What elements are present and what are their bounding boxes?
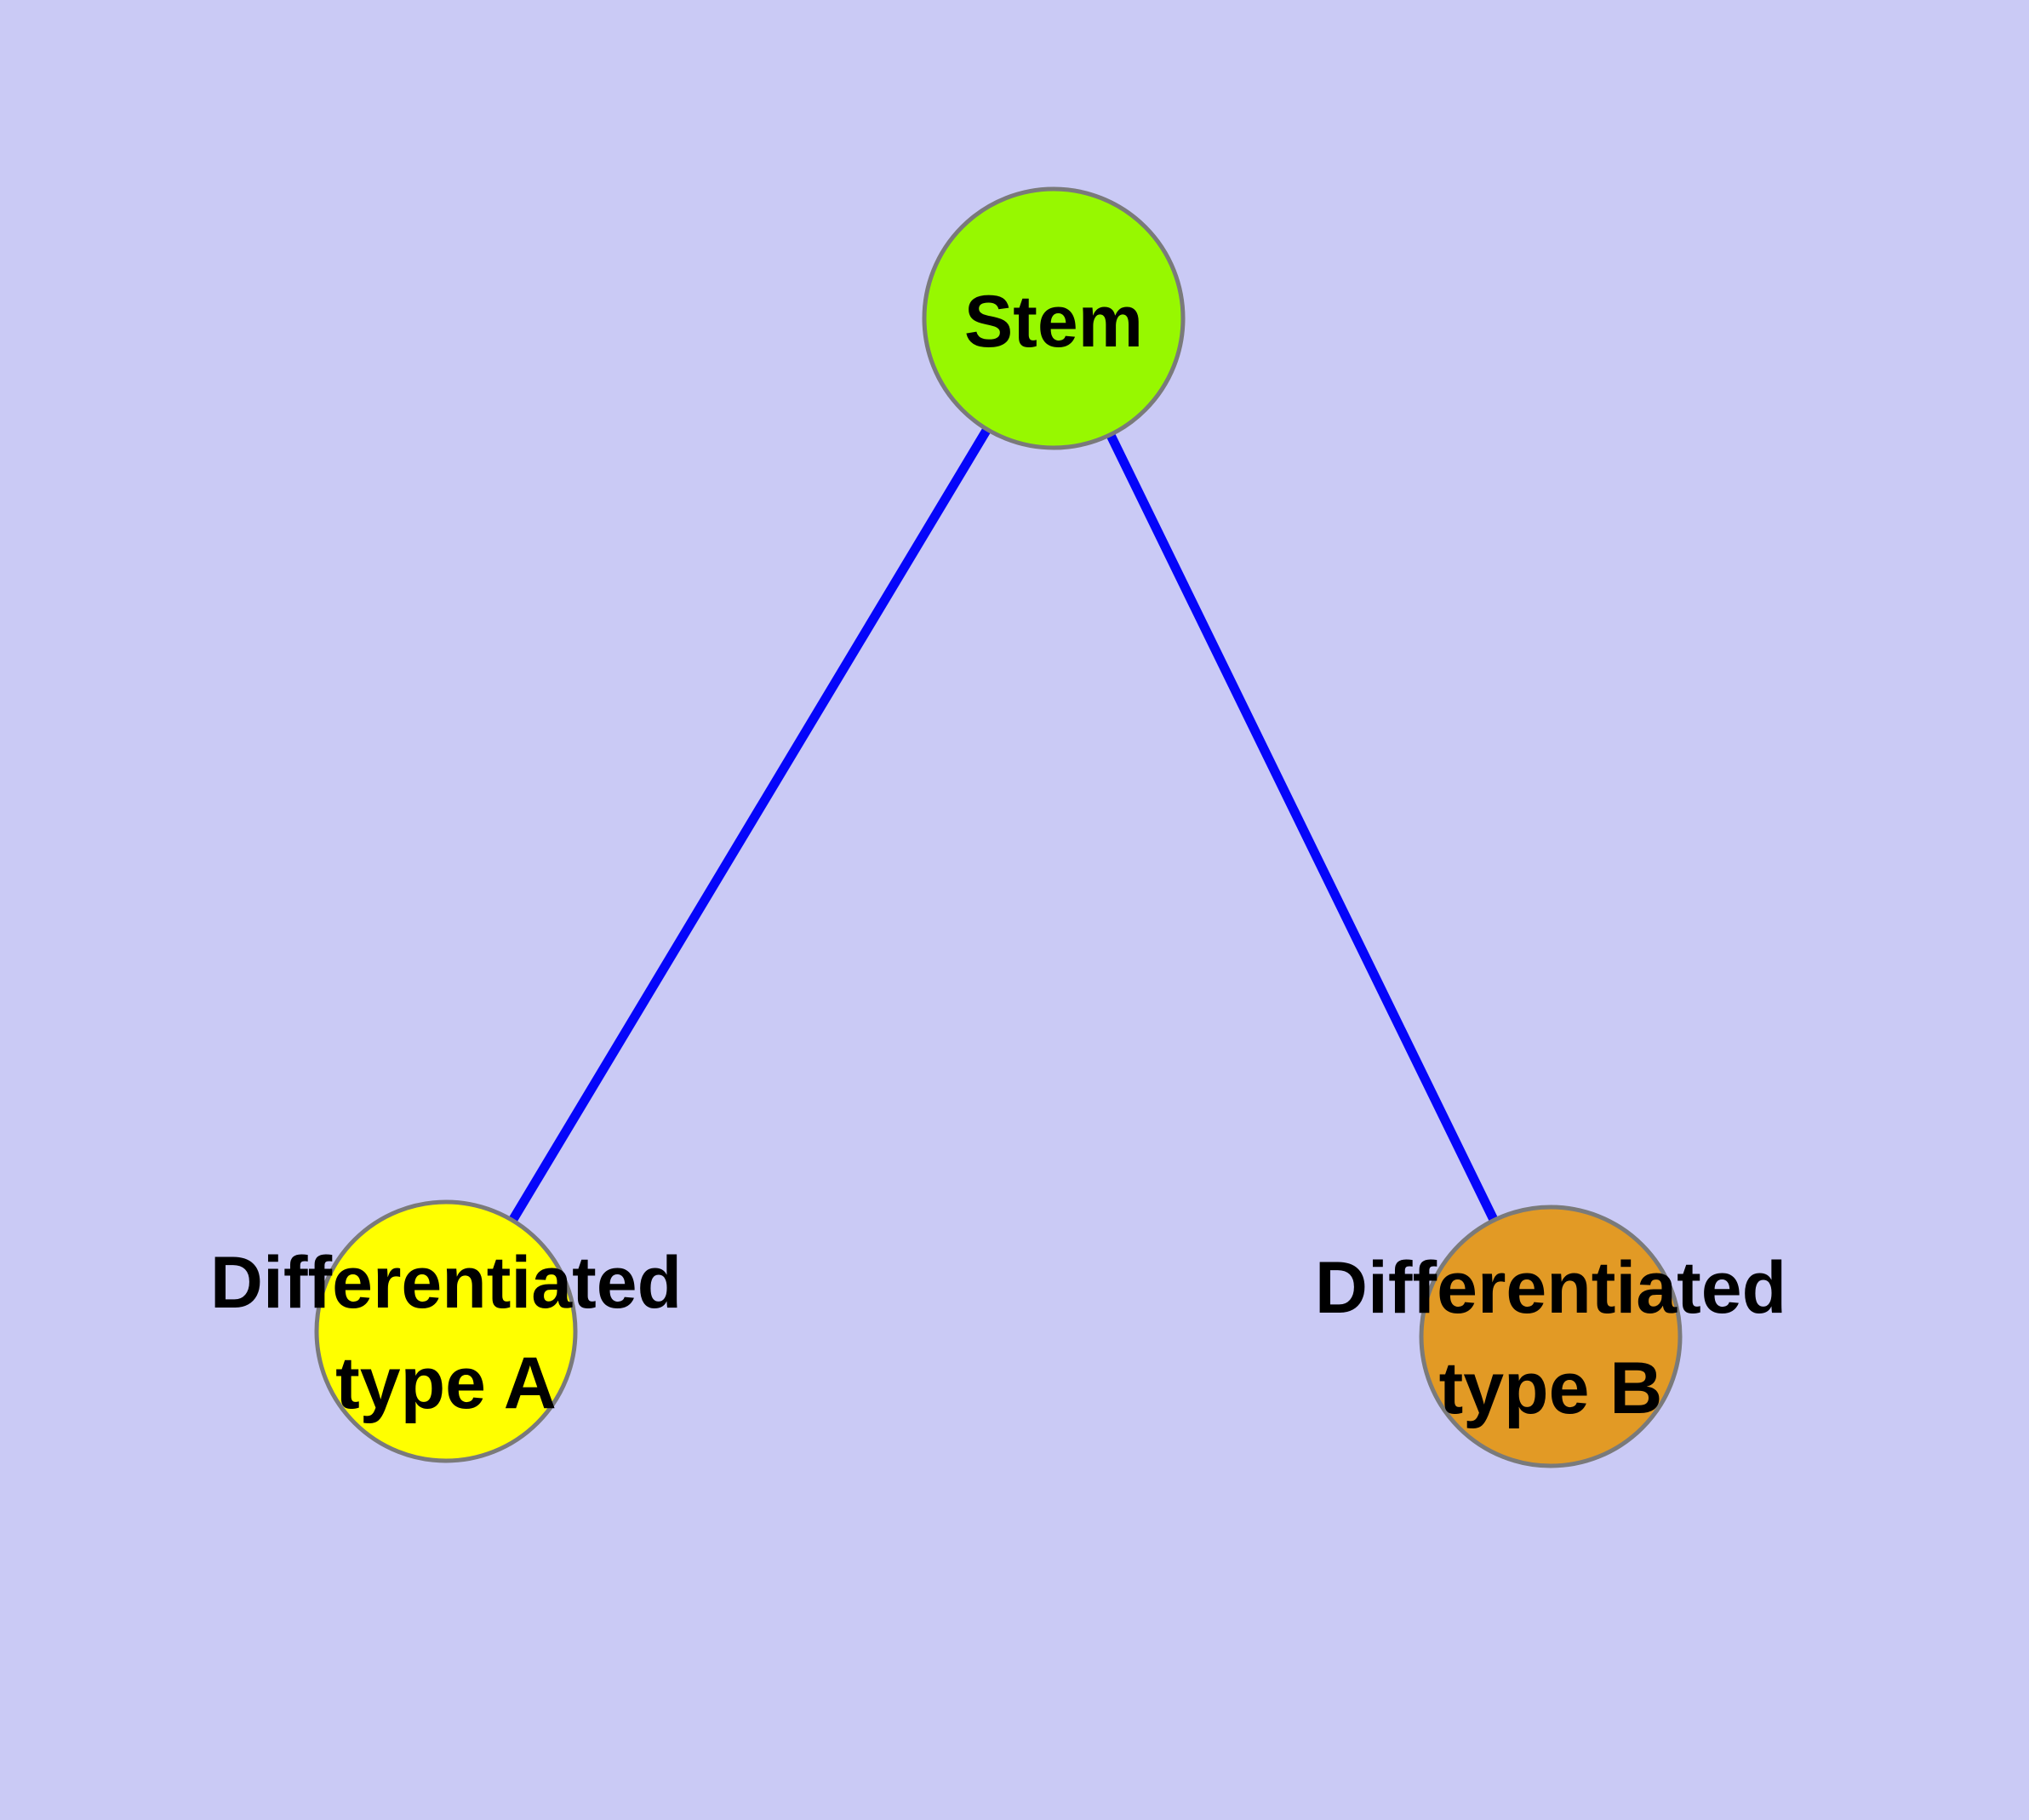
node-stem-label: Stem [964, 281, 1143, 363]
node-differentiated-type-b-label-line1: Differentiated [1315, 1247, 1786, 1329]
edge-stem-to-differentiated-type-b [1049, 316, 1555, 1339]
node-differentiated-type-a-circle [314, 1199, 578, 1463]
node-differentiated-type-b-circle [1419, 1205, 1683, 1468]
edge-stem-to-differentiated-type-a [442, 316, 1058, 1334]
node-stem-circle [922, 186, 1186, 450]
node-differentiated-type-b: Differentiated type B [1315, 1205, 1786, 1468]
node-differentiated-type-b-label-line2: type B [1439, 1348, 1663, 1429]
node-differentiated-type-a-label-line2: type A [335, 1342, 557, 1424]
node-differentiated-type-a-label-line1: Differentiated [210, 1242, 682, 1324]
node-differentiated-type-a: Differentiated type A [210, 1199, 682, 1463]
node-stem: Stem [922, 186, 1186, 450]
